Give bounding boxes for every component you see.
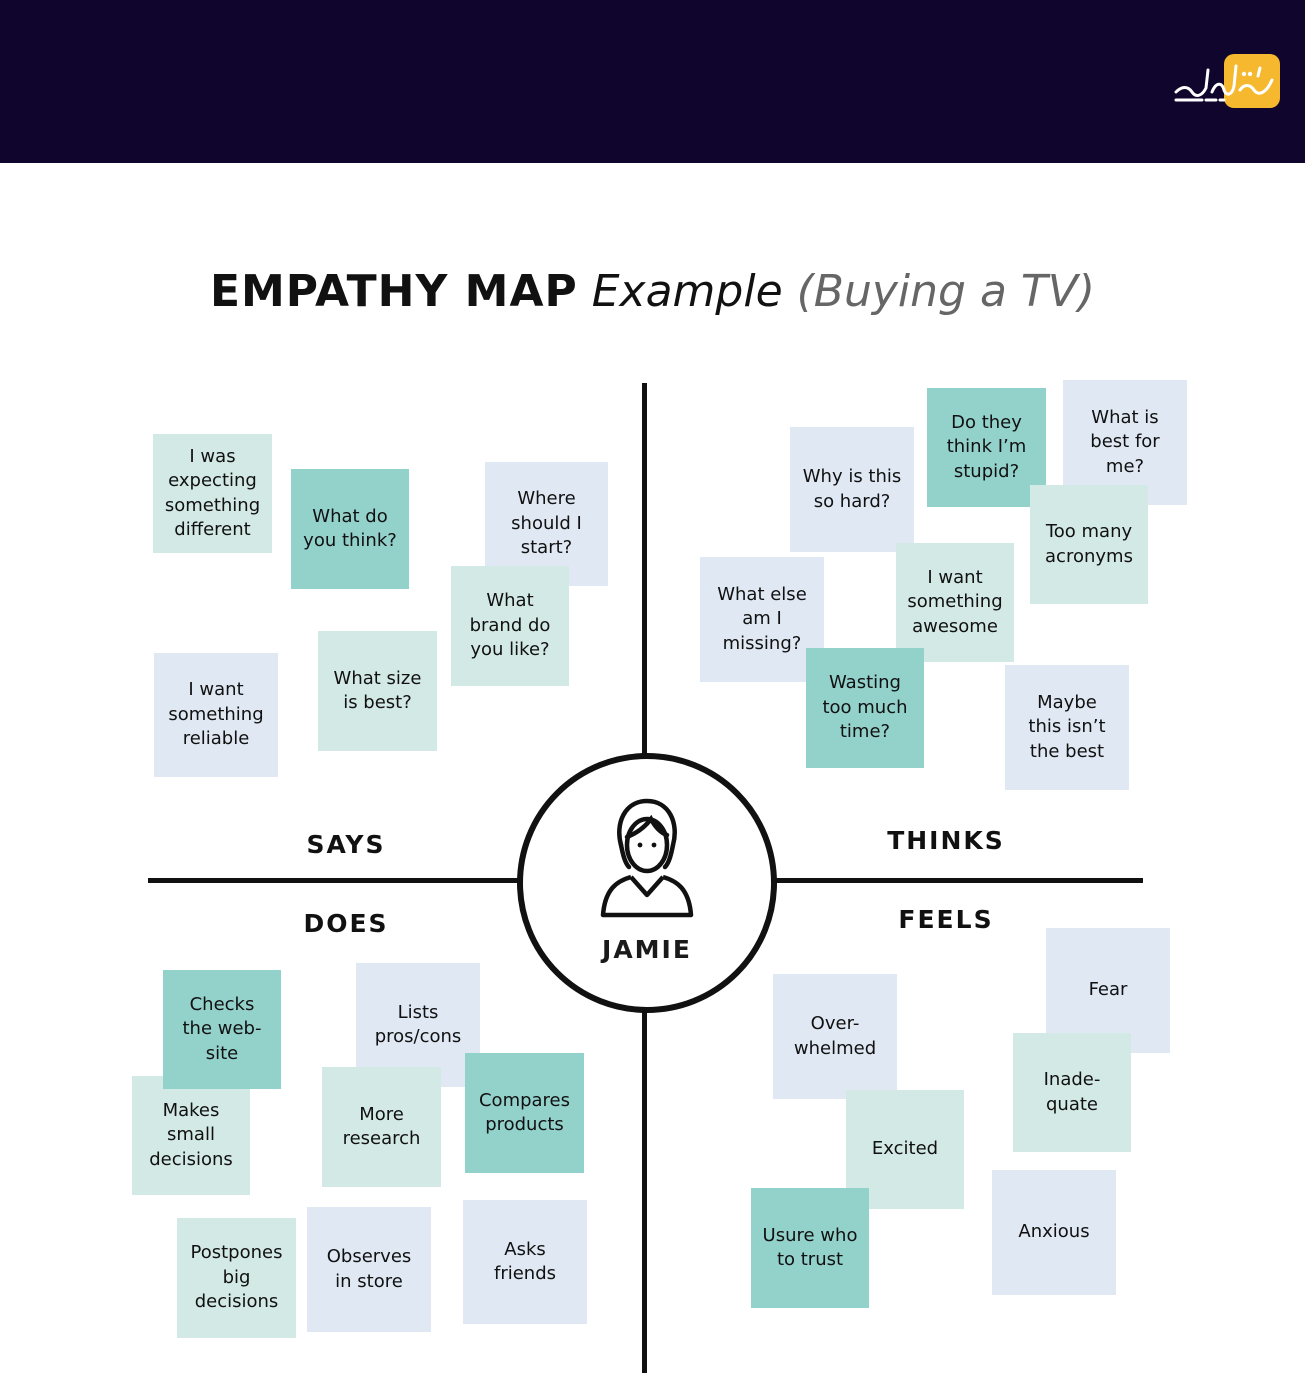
brand-logo[interactable] (1170, 52, 1282, 112)
sticky-note: Anxious (992, 1170, 1116, 1295)
sticky-note: Makes small decisions (132, 1076, 250, 1195)
persona-circle: JAMIE (517, 753, 777, 1013)
sticky-note: What size is best? (318, 631, 437, 751)
header-bar (0, 0, 1305, 163)
logo-text: کالج آکادمی (1172, 8, 1177, 9)
sticky-note: Do they think I’m stupid? (927, 388, 1046, 507)
label-feels: FEELS (898, 905, 994, 934)
sticky-note: What is best for me? (1063, 380, 1187, 505)
sticky-note: Fear (1046, 928, 1170, 1053)
sticky-note: Over- whelmed (773, 974, 897, 1099)
sticky-note: I was expecting something different (153, 434, 272, 553)
logo-calligraphy-icon (1174, 64, 1274, 102)
sticky-note: Where should I start? (485, 462, 608, 586)
sticky-note: I want something reliable (154, 653, 278, 777)
horizontal-axis-left (148, 878, 520, 883)
label-does: DOES (303, 909, 389, 938)
sticky-note: I want something awesome (896, 543, 1014, 662)
person-avatar-icon (600, 798, 694, 918)
sticky-note: What do you think? (291, 469, 409, 589)
title-italic: Example (591, 266, 783, 317)
sticky-note: Compares products (465, 1053, 584, 1173)
label-says: SAYS (306, 830, 386, 859)
persona-name: JAMIE (602, 935, 692, 964)
sticky-note: Inade- quate (1013, 1033, 1131, 1152)
sticky-note: Observes in store (307, 1207, 431, 1332)
sticky-note: Too many acronyms (1030, 485, 1148, 604)
sticky-note: What brand do you like? (451, 566, 569, 686)
vertical-axis-top (642, 383, 647, 755)
sticky-note: Maybe this isn’t the best (1005, 665, 1129, 790)
vertical-axis-bottom (642, 1000, 647, 1373)
sticky-note: Lists pros/cons (356, 963, 480, 1087)
sticky-note: What else am I missing? (700, 557, 824, 682)
sticky-note: More research (322, 1067, 441, 1187)
title-bold: EMPATHY MAP (209, 266, 578, 317)
label-thinks: THINKS (887, 826, 1005, 855)
horizontal-axis-right (763, 878, 1143, 883)
sticky-note: Usure who to trust (751, 1188, 869, 1308)
page-title: EMPATHY MAP Example (Buying a TV) (0, 262, 1305, 322)
sticky-note: Wasting too much time? (806, 648, 924, 768)
title-subtitle: (Buying a TV) (796, 266, 1096, 317)
sticky-note: Why is this so hard? (790, 427, 914, 552)
sticky-note: Asks friends (463, 1200, 587, 1324)
sticky-note: Checks the web- site (163, 970, 281, 1089)
sticky-note: Postpones big decisions (177, 1218, 296, 1338)
